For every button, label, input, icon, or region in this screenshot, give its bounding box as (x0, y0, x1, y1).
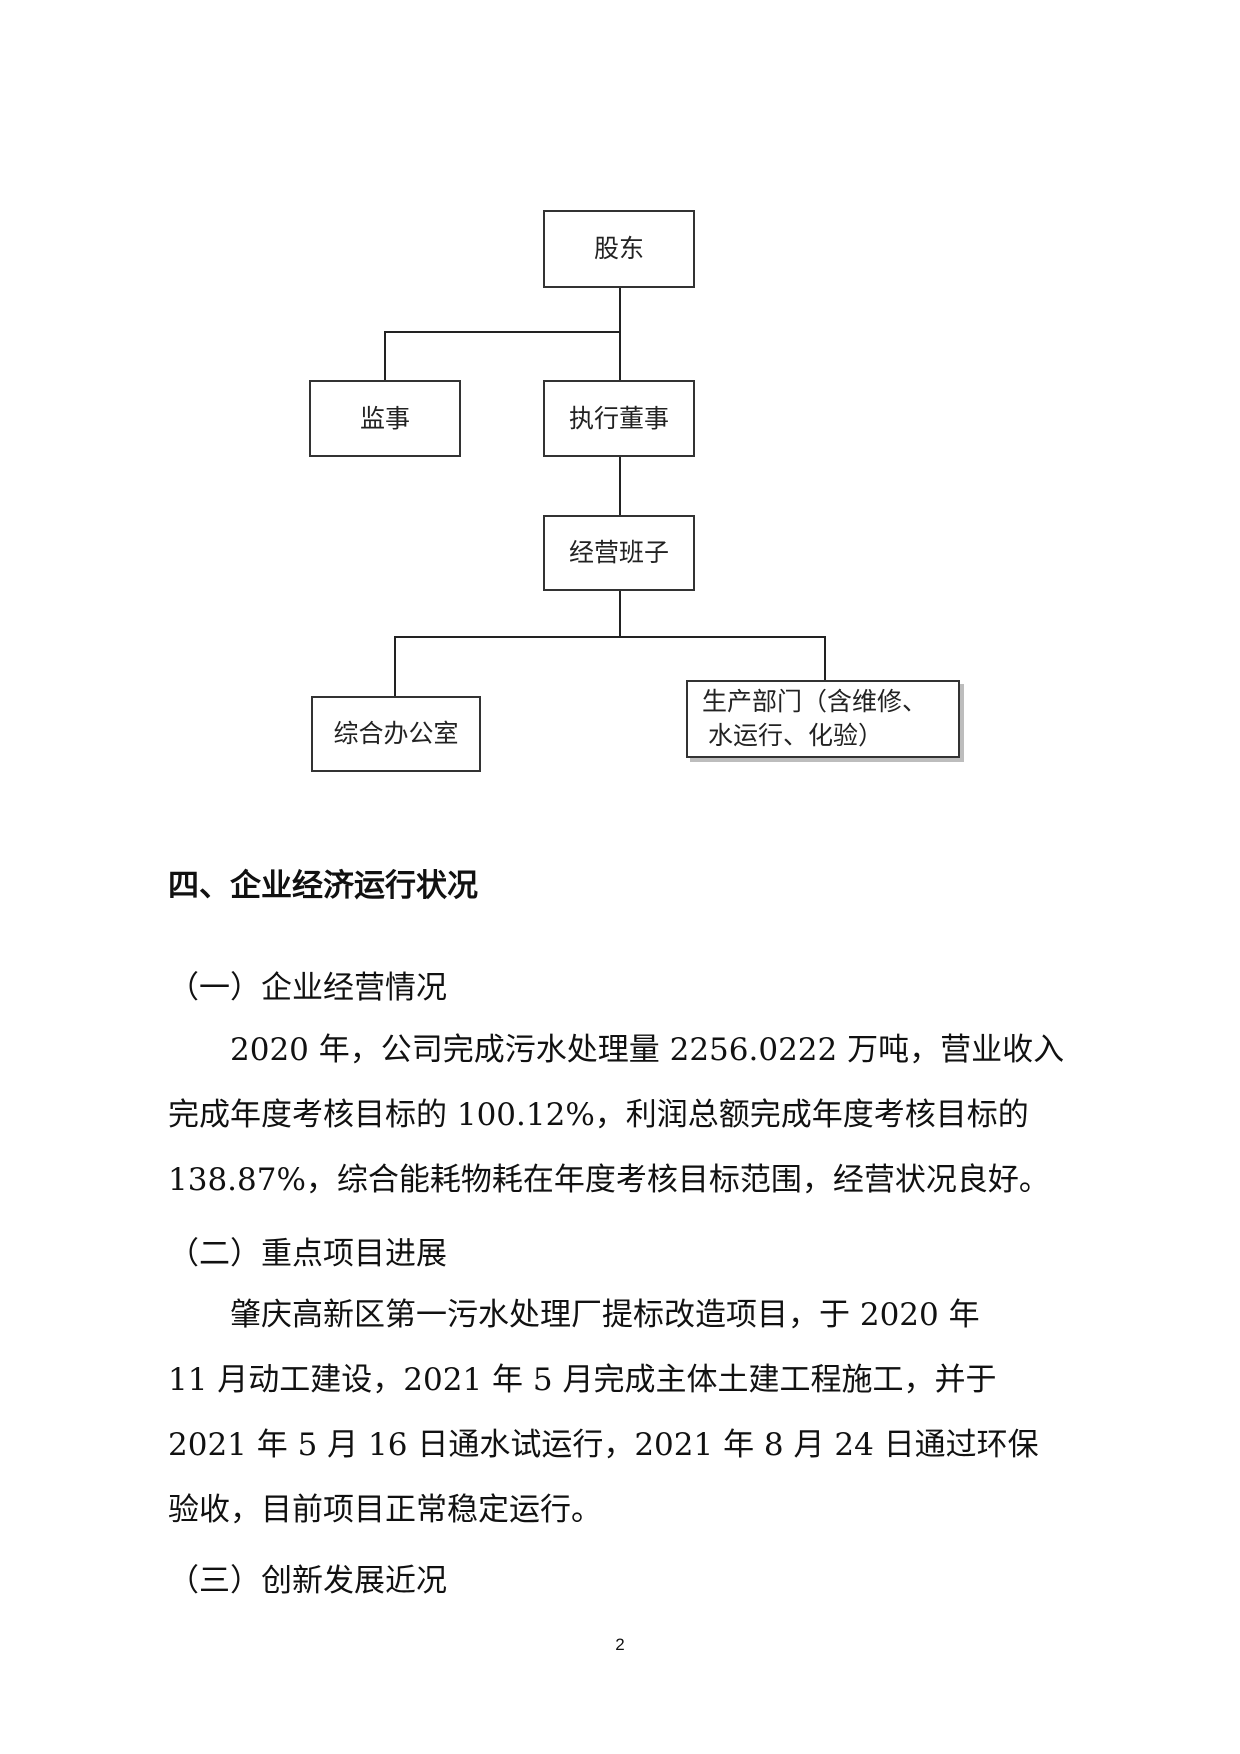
box-shareholders: 股东 (543, 210, 695, 288)
box-label-line: 水运行、化验） (708, 721, 884, 750)
connector-office-drop (394, 636, 396, 696)
subsection-title-2: （二）重点项目进展 (168, 1236, 447, 1272)
paragraph-line: 138.87%，综合能耗物耗在年度考核目标范围，经营状况良好。 (168, 1162, 1050, 1198)
subsection-title-3: （三）创新发展近况 (168, 1563, 447, 1599)
box-label: 监事 (359, 403, 410, 433)
connector-director-drop (619, 331, 621, 380)
box-supervisor: 监事 (309, 380, 461, 457)
paragraph-line: 2021 年 5 月 16 日通水试运行，2021 年 8 月 24 日通过环保 (168, 1427, 1039, 1463)
connector-production-drop (824, 636, 826, 680)
paragraph-key-project: 肇庆高新区第一污水处理厂提标改造项目，于 2020 年 11 月动工建设，202… (168, 1283, 1088, 1543)
paragraph-line: 11 月动工建设，2021 年 5 月完成主体土建工程施工，并于 (168, 1362, 997, 1398)
box-production-department: 生产部门（含维修、 水运行、化验） (686, 680, 960, 758)
paragraph-line: 完成年度考核目标的 100.12%，利润总额完成年度考核目标的 (168, 1097, 1029, 1133)
paragraph-operations: 2020 年，公司完成污水处理量 2256.0222 万吨，营业收入 完成年度考… (168, 1018, 1088, 1213)
box-general-office: 综合办公室 (311, 696, 481, 772)
connector-director-to-management (619, 457, 621, 515)
connector-shareholders-down (619, 288, 621, 332)
box-label: 生产部门（含维修、 水运行、化验） (702, 685, 927, 753)
connector-bottom-horizontal (394, 636, 826, 638)
box-management-team: 经营班子 (543, 515, 695, 591)
subsection-title-1: （一）企业经营情况 (168, 970, 447, 1006)
paragraph-line: 验收，目前项目正常稳定运行。 (168, 1492, 602, 1528)
box-label: 股东 (593, 234, 644, 264)
connector-top-horizontal (384, 331, 621, 333)
box-label-line: 生产部门（含维修、 (702, 687, 928, 717)
box-label: 经营班子 (568, 538, 669, 568)
page-number: 2 (615, 1635, 625, 1654)
section-title: 四、企业经济运行状况 (168, 868, 478, 904)
box-label: 执行董事 (568, 403, 669, 433)
box-label: 综合办公室 (333, 719, 459, 749)
org-chart: 股东 监事 执行董事 经营班子 综合办公室 生产部门（含维修、 水运行、化验） (0, 0, 1240, 800)
connector-management-down (619, 591, 621, 637)
box-executive-director: 执行董事 (543, 380, 695, 457)
paragraph-line: 2020 年，公司完成污水处理量 2256.0222 万吨，营业收入 (230, 1032, 1065, 1068)
connector-supervisor-drop (384, 331, 386, 380)
paragraph-line: 肇庆高新区第一污水处理厂提标改造项目，于 2020 年 (230, 1297, 980, 1333)
